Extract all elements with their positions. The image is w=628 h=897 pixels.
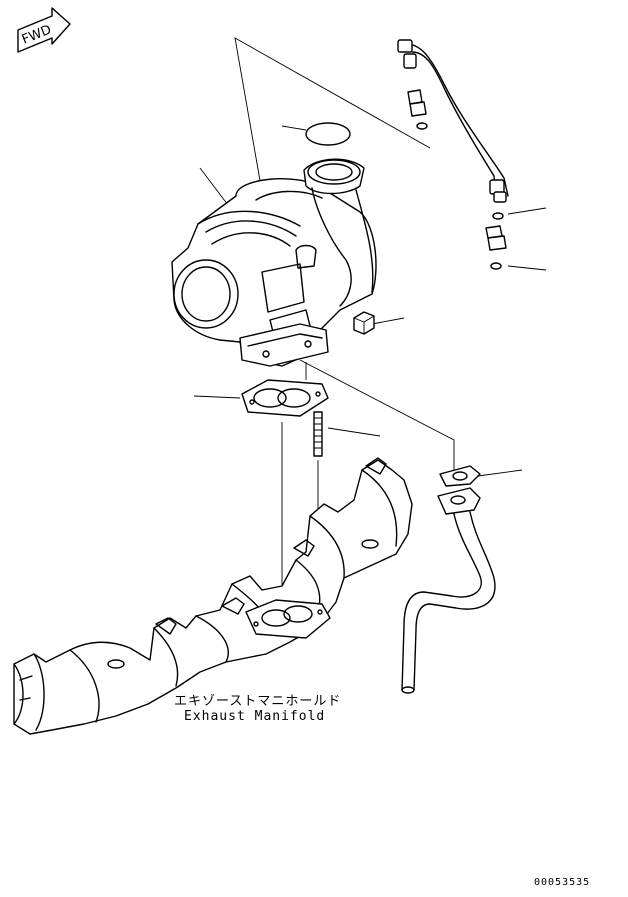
exhaust-manifold-icon xyxy=(13,457,413,735)
o-ring-icon xyxy=(305,122,351,146)
forward-arrow-icon: FWD xyxy=(17,7,71,53)
connector-fitting-icon xyxy=(485,225,507,251)
oil-pipe-icon xyxy=(397,39,509,203)
gasket-icon xyxy=(241,379,329,417)
nut-icon xyxy=(353,311,375,335)
stud-bolt-icon xyxy=(313,411,323,457)
leader-lines xyxy=(193,37,547,620)
drain-tube-icon xyxy=(401,487,496,694)
figure-code: 00053535 xyxy=(534,877,591,888)
part-name-japanese: エキゾーストマニホールド xyxy=(174,694,342,709)
part-name-english: Exhaust Manifold xyxy=(184,709,326,724)
washer-icon xyxy=(439,465,481,487)
connector-fitting-icon xyxy=(407,89,428,130)
washer-icon xyxy=(490,212,504,270)
turbocharger-icon xyxy=(171,158,377,367)
